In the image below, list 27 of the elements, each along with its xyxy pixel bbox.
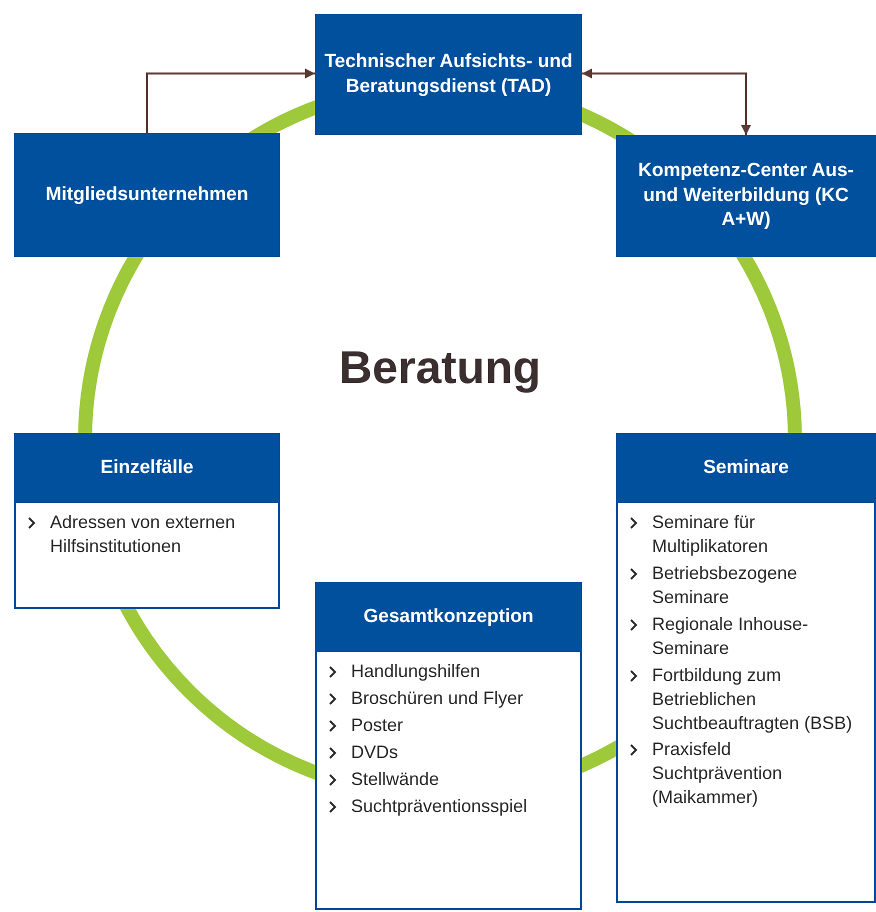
arrow	[582, 68, 751, 135]
card-heading: Gesamtkonzeption	[315, 582, 582, 652]
card-heading: Einzelfälle	[14, 433, 280, 503]
box-title: Technischer Aufsichts- und Beratungsdienst (TAD)	[323, 50, 574, 98]
list-item: Handlungshilfen	[351, 660, 480, 683]
list-item: DVDs	[351, 740, 398, 764]
box-title: Kompetenz-Center Aus- und Weiterbildung (KC A+W)	[637, 158, 855, 232]
list-item: Regionale Inhouse-Seminare	[652, 612, 810, 660]
list-item: Fortbildung zum Betrieblichen Suchtbeauftragten (BSB)	[652, 664, 854, 735]
process-box	[315, 14, 582, 135]
list-item: Seminare für Multiplikatoren	[652, 511, 770, 558]
card-heading: Seminare	[616, 433, 876, 503]
list-card	[14, 433, 280, 609]
box-title: Mitgliedsunternehmen	[44, 182, 250, 207]
arrow	[146, 68, 315, 133]
process-box	[14, 133, 280, 257]
list-card	[616, 433, 876, 903]
list-item: Betriebsbezogene Seminare	[652, 562, 798, 609]
list-item: Praxisfeld Suchtprävention (Maikammer)	[652, 738, 784, 810]
list-item: Suchtpräventionsspiel	[351, 794, 528, 818]
list-item: Broschüren und Flyer	[351, 686, 524, 710]
list-item: Adressen von externen Hilfsinstitutionen	[50, 511, 236, 558]
list-card	[315, 582, 582, 910]
center-heading: Beratung	[339, 340, 541, 394]
list-item: Stellwände	[351, 768, 440, 791]
list-item: Poster	[351, 714, 404, 737]
process-box	[616, 135, 876, 257]
